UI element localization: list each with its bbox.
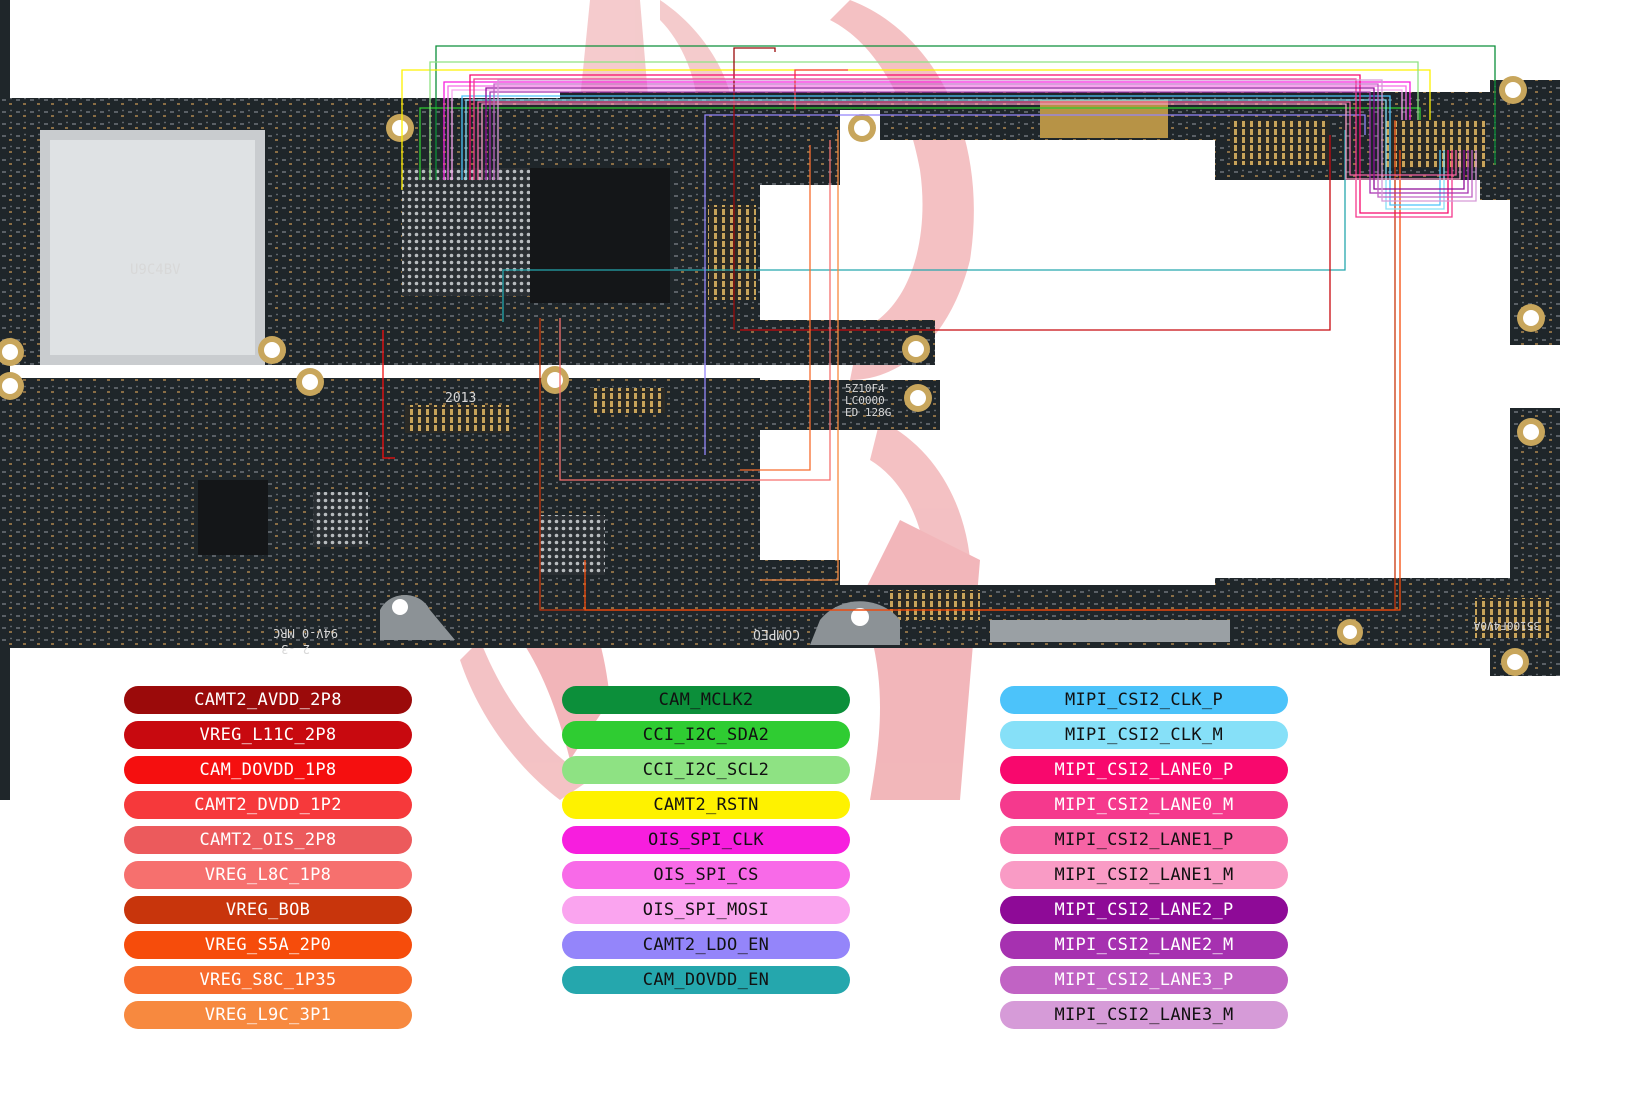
trace-camt2-rstn [401, 69, 1431, 190]
chip-line-2: LC0000 [845, 394, 885, 407]
legend-item: VREG_S5A_2P0 [124, 931, 412, 959]
pcb-lower-board [0, 366, 1560, 676]
trace-mipi-lane1-p [477, 101, 1457, 180]
legend-item: OIS_SPI_CLK [562, 826, 850, 854]
trace-mipi-clk-m [465, 99, 1445, 210]
trace-vreg-l11c [740, 135, 1331, 331]
trace-camt2-avdd [733, 47, 776, 330]
trace-cam-mclk2 [435, 45, 1496, 180]
trace-mipi-clk-p [461, 95, 1441, 206]
legend-item: MIPI_CSI2_LANE3_P [1000, 966, 1288, 994]
legend-item: CCI_I2C_SDA2 [562, 721, 850, 749]
trace-vreg-l9c [760, 130, 839, 581]
cert-line-1: 94V-0 MRC [273, 626, 338, 640]
cert-line-2: 2 -3 [281, 642, 310, 656]
trace-camt2-ldo-en [704, 114, 1366, 455]
trace-ois-spi-cs [447, 85, 1407, 180]
trace-mipi-lane0-p [469, 74, 1449, 214]
legend-item: CAMT2_AVDD_2P8 [124, 686, 412, 714]
legend-item: VREG_BOB [124, 896, 412, 924]
trace-ois-spi-clk [443, 81, 1411, 180]
legend-item: VREG_L9C_3P1 [124, 1001, 412, 1029]
pcb-upper-board [0, 76, 1560, 387]
legend-item: CAMT2_RSTN [562, 791, 850, 819]
trace-cam-dovdd-en [502, 130, 1346, 322]
legend-item: CAMT2_OIS_2P8 [124, 826, 412, 854]
trace-cci-i2c-sda2 [419, 107, 1421, 180]
legend-item: OIS_SPI_CS [562, 861, 850, 889]
trace-mipi-lane3-m [497, 79, 1477, 202]
trace-mipi-lane2-m [489, 91, 1469, 194]
trace-camt2-dvdd [794, 69, 848, 110]
legend-item: MIPI_CSI2_CLK_P [1000, 686, 1288, 714]
trace-mipi-lane2-p [485, 87, 1465, 190]
trace-vreg-s5a [584, 150, 1401, 611]
trace-vreg-l8c [559, 140, 831, 481]
legend-item: MIPI_CSI2_CLK_M [1000, 721, 1288, 749]
trace-vreg-s8c [740, 145, 811, 471]
trace-mipi-lane1-m [481, 103, 1461, 180]
legend-item: CAM_MCLK2 [562, 686, 850, 714]
trace-mipi-lane0-m [473, 78, 1453, 218]
legend-item: CAMT2_DVDD_1P2 [124, 791, 412, 819]
legend-item: MIPI_CSI2_LANE0_M [1000, 791, 1288, 819]
trace-ois-spi-mosi [451, 89, 1403, 180]
legend-item: CAM_DOVDD_EN [562, 966, 850, 994]
legend-item: MIPI_CSI2_LANE1_M [1000, 861, 1288, 889]
trace-cam-dovdd [382, 330, 395, 459]
legend-item: OIS_SPI_MOSI [562, 896, 850, 924]
net-traces [382, 45, 1496, 611]
sim-marking: U9C4BV [130, 262, 181, 278]
legend-item: VREG_L11C_2P8 [124, 721, 412, 749]
legend-item: MIPI_CSI2_LANE2_M [1000, 931, 1288, 959]
trace-cci-i2c-scl2 [429, 61, 1419, 180]
legend-item: VREG_L8C_1P8 [124, 861, 412, 889]
legend-item: MIPI_CSI2_LANE0_P [1000, 756, 1288, 784]
chip-line-1: 5Z10F4 [845, 382, 885, 395]
chip-line-3: ED 128G [845, 406, 891, 419]
legend-item: MIPI_CSI2_LANE2_P [1000, 896, 1288, 924]
board-code: 2013 [445, 391, 476, 406]
compe-marking: COMPEQ [753, 626, 800, 641]
legend-item: CCI_I2C_SCL2 [562, 756, 850, 784]
legend-item: CAM_DOVDD_1P8 [124, 756, 412, 784]
right-code: 35100F4V0A [1473, 619, 1540, 632]
legend-item: MIPI_CSI2_LANE1_P [1000, 826, 1288, 854]
legend-item: VREG_S8C_1P35 [124, 966, 412, 994]
trace-mipi-lane3-p [493, 83, 1473, 198]
legend-item: CAMT2_LDO_EN [562, 931, 850, 959]
legend-item: MIPI_CSI2_LANE3_M [1000, 1001, 1288, 1029]
